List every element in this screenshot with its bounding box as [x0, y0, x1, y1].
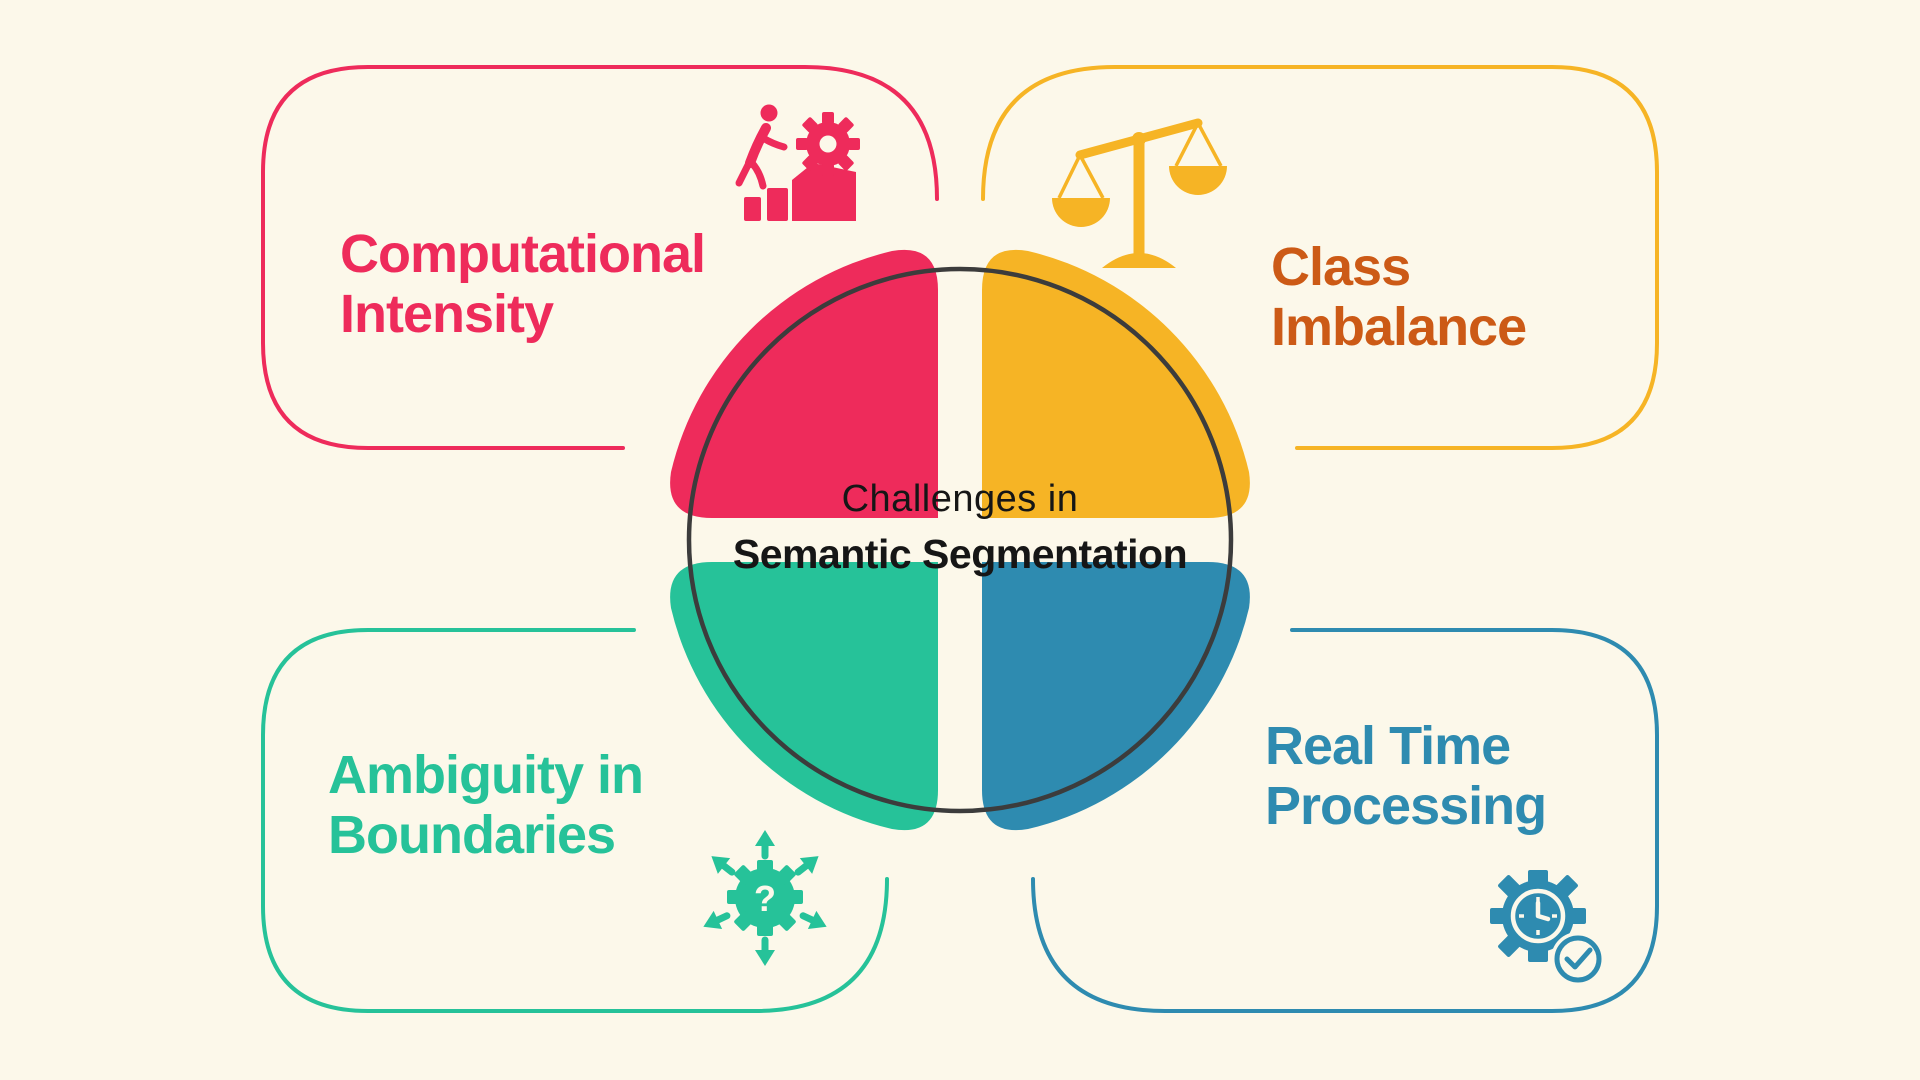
- quadrant-bottom-right: [982, 562, 1250, 831]
- question-gear-arrows-icon: ?: [703, 830, 827, 966]
- label-line: Ambiguity in: [328, 745, 644, 805]
- quadrant-bottom-left: [670, 562, 938, 831]
- check-icon: [1564, 947, 1593, 970]
- label-line: Boundaries: [328, 805, 616, 865]
- clock-hands: [1535, 900, 1551, 922]
- gear-icon: [796, 112, 860, 176]
- center-title: Challenges in Semantic Segmentation: [660, 478, 1260, 578]
- outward-arrows: [703, 830, 827, 966]
- label-line: Intensity: [340, 284, 554, 344]
- center-title-line2: Semantic Segmentation: [732, 531, 1188, 577]
- real-time-processing-card-outline: [1031, 628, 1659, 1013]
- label-line: Processing: [1265, 776, 1547, 836]
- class-imbalance-card-outline: [981, 65, 1659, 450]
- quadrant-top-left: [670, 249, 938, 518]
- center-title-line1: Challenges in: [841, 478, 1079, 520]
- ambiguity-in-boundaries-card-outline: [261, 628, 889, 1013]
- balance-scale-icon: [1052, 118, 1227, 268]
- label-line: Real Time: [1265, 716, 1511, 776]
- check-badge: [1554, 935, 1602, 983]
- card-label-computational-intensity: Computational Intensity: [340, 224, 706, 344]
- computational-intensity-card-outline: [261, 65, 939, 450]
- center-circle-outline: [686, 266, 1234, 814]
- card-label-ambiguity-in-boundaries: Ambiguity in Boundaries: [328, 745, 644, 865]
- gear-clock-check-icon: [1490, 870, 1605, 986]
- quadrant-top-right: [982, 249, 1250, 518]
- card-label-class-imbalance: Class Imbalance: [1271, 237, 1527, 357]
- label-line: Class: [1271, 237, 1411, 297]
- person-climbing-bars-gear-icon: [735, 104, 860, 221]
- climbing-person-icon: [735, 104, 788, 190]
- card-label-real-time-processing: Real Time Processing: [1265, 716, 1547, 836]
- question-mark-glyph: ?: [754, 878, 776, 919]
- label-line: Computational: [340, 224, 706, 284]
- clock-face: [1510, 888, 1566, 944]
- label-line: Imbalance: [1271, 297, 1527, 357]
